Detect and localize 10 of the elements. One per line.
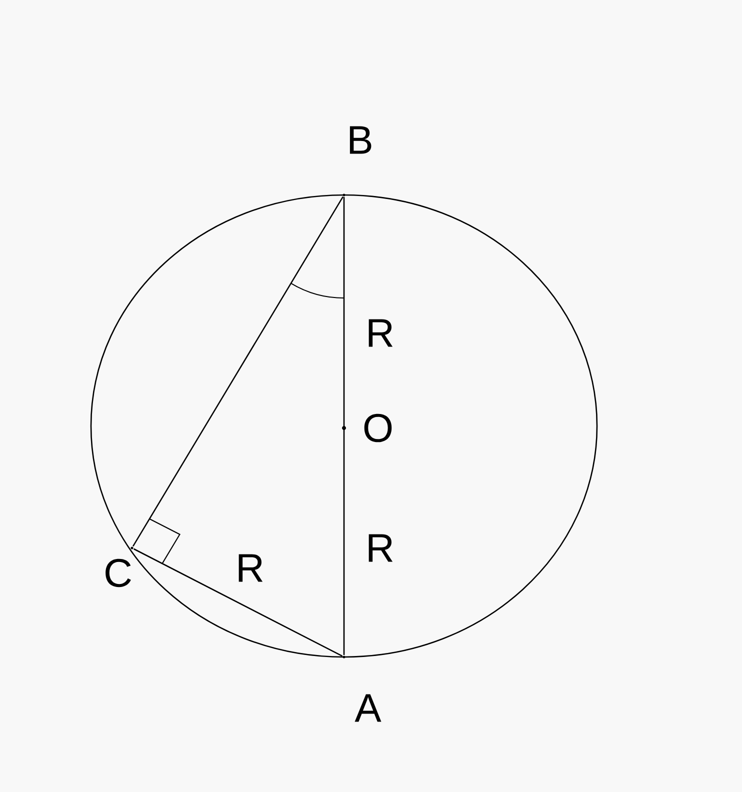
length-label: R bbox=[368, 319, 393, 347]
point-label: O bbox=[364, 414, 392, 442]
point-label: B bbox=[350, 126, 372, 154]
line-segment bbox=[132, 196, 344, 547]
length-label: R bbox=[238, 554, 263, 582]
length-label: R bbox=[368, 534, 393, 562]
point-label: A bbox=[354, 694, 382, 722]
point-label: C bbox=[106, 558, 131, 588]
line-segment bbox=[133, 548, 343, 657]
line-segment bbox=[343, 196, 345, 656]
